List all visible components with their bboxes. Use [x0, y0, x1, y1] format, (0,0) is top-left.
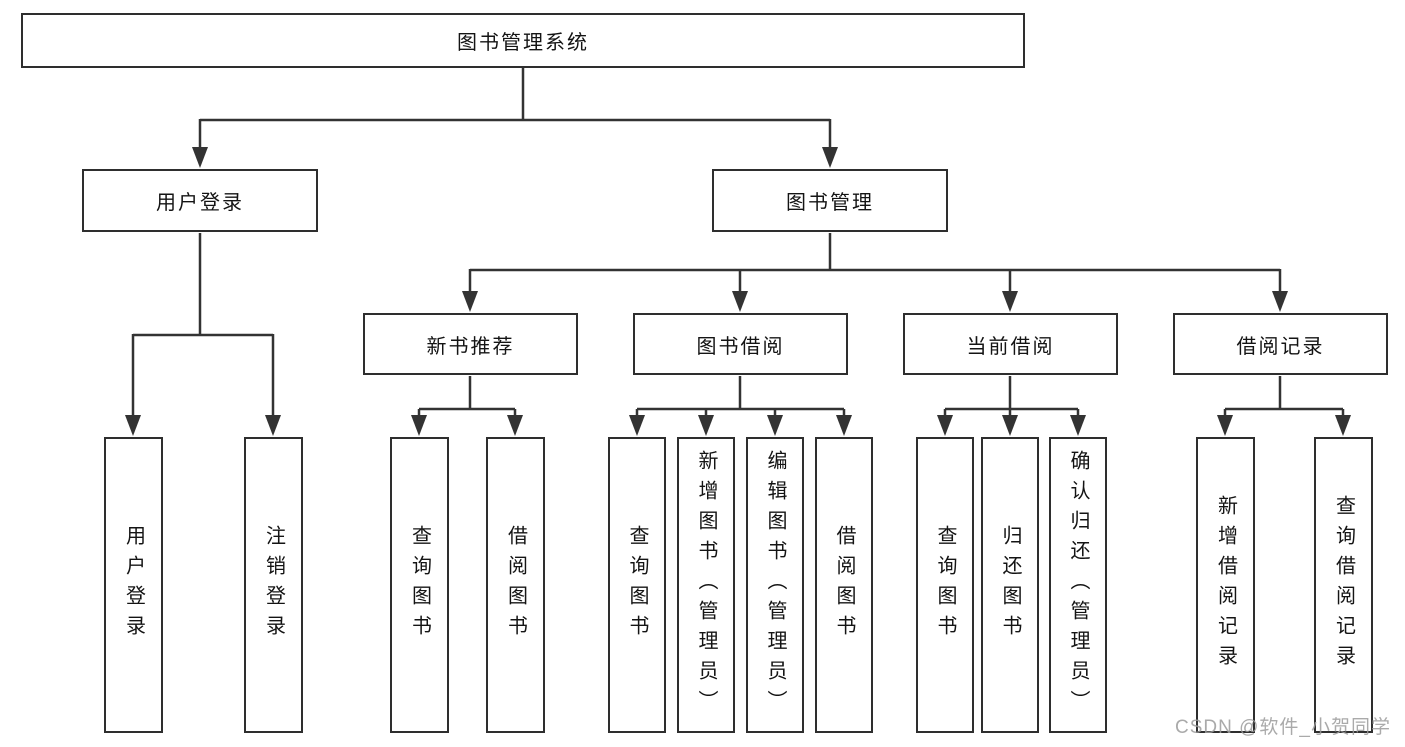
- node-borrow-records-label: 借阅记录: [1236, 335, 1325, 358]
- node-library-system: 图书管理系统: [21, 13, 1025, 68]
- node-library-system-label: 图书管理系统: [457, 32, 589, 54]
- node-borrow-records: 借阅记录: [1173, 313, 1388, 375]
- leaf-newbook-borrow-books-label: 借阅图书: [504, 525, 527, 645]
- leaf-current-query-books-label: 查询图书: [934, 525, 956, 645]
- leaf-borrow-query-books-label: 查询图书: [626, 525, 648, 645]
- leaf-newbook-query-books-label: 查询图书: [408, 525, 431, 645]
- leaf-records-add-record-label: 新增借阅记录: [1214, 495, 1237, 675]
- leaf-borrow-edit-books-admin: 编辑图书（管理员）: [746, 437, 804, 733]
- leaf-borrow-edit-books-admin-label: 编辑图书（管理员）: [764, 450, 786, 720]
- leaf-borrow-add-books-admin-label: 新增图书（管理员）: [695, 450, 717, 720]
- leaf-borrow-add-books-admin: 新增图书（管理员）: [677, 437, 735, 733]
- node-book-management-label: 图书管理: [786, 192, 874, 214]
- leaf-current-return-books: 归还图书: [981, 437, 1039, 733]
- leaf-records-query-record: 查询借阅记录: [1314, 437, 1373, 733]
- leaf-user-login: 用户登录: [104, 437, 163, 733]
- leaf-current-return-books-label: 归还图书: [999, 525, 1021, 645]
- leaf-borrow-borrow-books-label: 借阅图书: [833, 525, 855, 645]
- leaf-logout: 注销登录: [244, 437, 303, 733]
- leaf-records-add-record: 新增借阅记录: [1196, 437, 1255, 733]
- leaf-records-query-record-label: 查询借阅记录: [1332, 495, 1355, 675]
- node-book-borrow-label: 图书借阅: [696, 335, 785, 358]
- leaf-borrow-borrow-books: 借阅图书: [815, 437, 873, 733]
- node-new-book-recommend-label: 新书推荐: [426, 335, 515, 358]
- leaf-current-confirm-return-admin: 确认归还（管理员）: [1049, 437, 1107, 733]
- leaf-borrow-query-books: 查询图书: [608, 437, 666, 733]
- leaf-newbook-borrow-books: 借阅图书: [486, 437, 545, 733]
- node-current-borrow: 当前借阅: [903, 313, 1118, 375]
- leaf-logout-label: 注销登录: [262, 525, 285, 645]
- node-current-borrow-label: 当前借阅: [966, 335, 1055, 358]
- node-user-login-label: 用户登录: [156, 192, 244, 214]
- leaf-newbook-query-books: 查询图书: [390, 437, 449, 733]
- node-book-management: 图书管理: [712, 169, 948, 232]
- node-user-login: 用户登录: [82, 169, 318, 232]
- node-new-book-recommend: 新书推荐: [363, 313, 578, 375]
- leaf-current-query-books: 查询图书: [916, 437, 974, 733]
- node-book-borrow: 图书借阅: [633, 313, 848, 375]
- leaf-current-confirm-return-admin-label: 确认归还（管理员）: [1067, 450, 1089, 720]
- watermark-text: CSDN @软件_小贺同学: [1175, 717, 1391, 738]
- leaf-user-login-label: 用户登录: [122, 525, 145, 645]
